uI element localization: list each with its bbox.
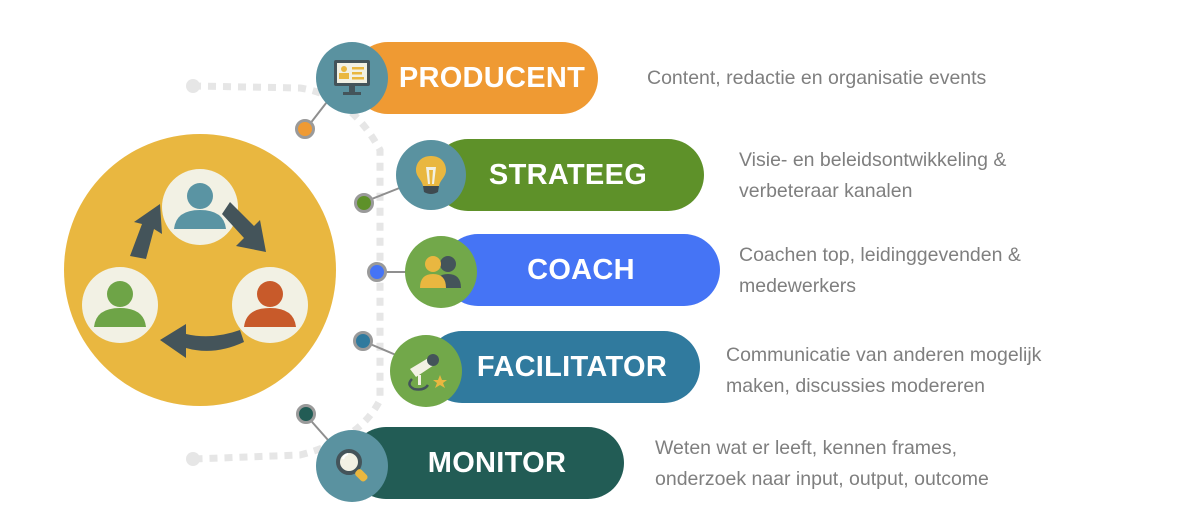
role-title-coach: COACH [527,253,635,286]
role-pill-facilitator[interactable]: FACILITATOR [426,331,700,403]
role-description-facilitator: Communicatie van anderen mogelijk maken,… [726,344,1042,397]
role-description-coach: Coachen top, leidinggevenden & medewerke… [739,244,1021,297]
two-people-icon [420,256,461,288]
magnifier-icon [336,449,368,482]
role-pill-coach[interactable]: COACH [442,234,720,306]
role-description-producent: Content, redactie en organisatie events [647,67,987,89]
role-pill-monitor[interactable]: MONITOR [350,427,624,499]
role-pill-producent[interactable]: PRODUCENT [352,42,598,114]
role-description-strateeg: Visie- en beleidsontwikkeling & verbeter… [739,149,1007,202]
role-description-monitor: Weten wat er leeft, kennen frames, onder… [655,437,989,490]
team-cycle-illustration [82,169,308,358]
person-icon-left [82,267,158,343]
role-title-producent: PRODUCENT [398,61,586,94]
lightbulb-icon [416,156,446,194]
role-badge-monitor [316,430,388,502]
presentation-screen-icon [334,60,370,95]
person-icon-top [162,169,238,245]
team-cycle-hub [64,134,336,406]
role-badge-strateeg [396,140,466,210]
role-badge-facilitator [390,335,462,407]
connector-node-coach [367,262,387,282]
connector-node-strateeg [354,193,374,213]
role-pill-strateeg[interactable]: STRATEEG [432,139,704,211]
person-icon-right [232,267,308,343]
role-title-monitor: MONITOR [427,446,567,479]
role-badge-producent [316,42,388,114]
microphone-star-icon [408,354,447,391]
connector-node-facilitator [353,331,373,351]
role-badge-coach [405,236,477,308]
connector-node-monitor [296,404,316,424]
role-title-strateeg: STRATEEG [488,158,648,191]
connector-node-producent [295,119,315,139]
role-title-facilitator: FACILITATOR [476,350,668,383]
cycle-arrows [130,202,266,358]
